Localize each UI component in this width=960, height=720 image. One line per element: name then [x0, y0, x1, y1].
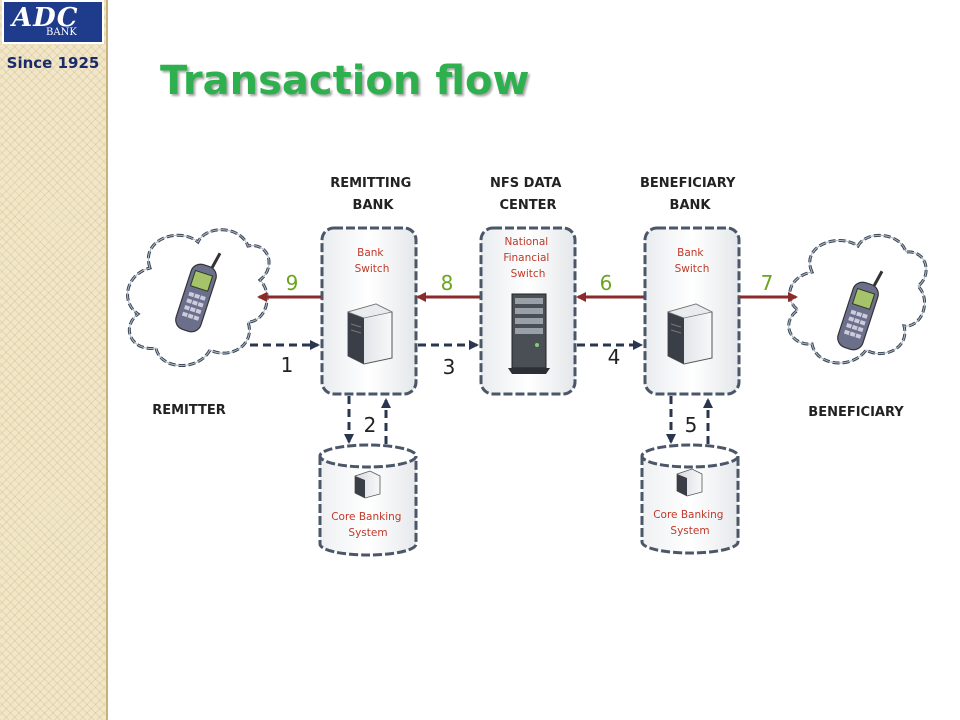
right-core-line1: Core Banking — [653, 509, 723, 521]
right-server-icon — [666, 303, 714, 365]
header-nfs-line2: CENTER — [499, 198, 556, 213]
left-switch-line1: Bank — [357, 247, 384, 259]
step-7-label: 7 — [761, 271, 774, 295]
header-remitting-bank: REMITTING BANK — [330, 176, 416, 213]
left-core-banking-label: Core Banking System — [331, 511, 405, 539]
header-nfs-line1: NFS DATA — [490, 176, 561, 191]
remitter-phone-icon — [175, 252, 222, 333]
beneficiary-bank-switch-box: Bank Switch — [643, 226, 741, 396]
header-beneficiary-line2: BANK — [670, 198, 712, 213]
logo-subtext: BANK — [46, 27, 77, 38]
step-9-label: 9 — [286, 271, 299, 295]
page-title: Transaction flow — [160, 58, 530, 104]
right-switch-line1: Bank — [677, 247, 704, 259]
header-beneficiary-bank: BENEFICIARY BANK — [640, 176, 740, 213]
left-switch-line2: Switch — [355, 263, 390, 275]
bank-logo: ADC BANK — [2, 0, 104, 44]
right-switch-label: Bank Switch — [675, 247, 710, 275]
left-server-icon — [346, 303, 394, 365]
step-8-label: 8 — [441, 271, 454, 295]
right-db-server-icon — [676, 468, 703, 497]
step-6-label: 6 — [600, 271, 613, 295]
logo-text: ADC — [12, 3, 79, 33]
nfs-switch-line1: National — [504, 236, 548, 248]
remitter-label: REMITTER — [152, 403, 226, 418]
nfs-switch-line3: Switch — [511, 268, 546, 280]
step-2-label: 2 — [364, 413, 377, 437]
sidebar: ADC BANK Since 1925 — [0, 0, 108, 720]
left-switch-label: Bank Switch — [355, 247, 390, 275]
left-core-line1: Core Banking — [331, 511, 401, 523]
beneficiary-phone-icon — [837, 270, 884, 351]
nfs-switch-line2: Financial — [503, 252, 549, 264]
step-3-label: 3 — [443, 355, 456, 379]
header-nfs-data-center: NFS DATA CENTER — [490, 176, 566, 213]
step-1-label: 1 — [281, 353, 294, 377]
since-label: Since 1925 — [6, 54, 100, 72]
nfs-switch-box: National Financial Switch — [479, 226, 577, 396]
header-remitting-line1: REMITTING — [330, 176, 411, 191]
remitting-core-banking-cylinder: Core Banking System — [318, 443, 418, 557]
left-db-server-icon — [354, 470, 381, 499]
beneficiary-label: BENEFICIARY — [808, 405, 904, 420]
left-core-line2: System — [348, 527, 387, 539]
right-core-line2: System — [670, 525, 709, 537]
header-remitting-line2: BANK — [353, 198, 395, 213]
nfs-server-tower-icon — [508, 293, 550, 374]
beneficiary-core-banking-cylinder: Core Banking System — [640, 443, 740, 555]
step-5-label: 5 — [685, 413, 698, 437]
right-switch-line2: Switch — [675, 263, 710, 275]
step-4-label: 4 — [608, 345, 621, 369]
right-core-banking-label: Core Banking System — [653, 509, 727, 537]
remitting-bank-switch-box: Bank Switch — [320, 226, 418, 396]
nfs-switch-label: National Financial Switch — [503, 236, 552, 280]
header-beneficiary-line1: BENEFICIARY — [640, 176, 736, 191]
